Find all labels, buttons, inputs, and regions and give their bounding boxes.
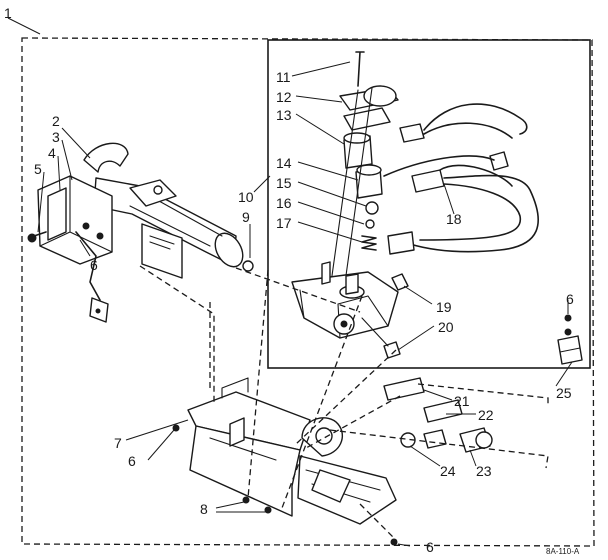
wire-harness [383,103,539,255]
callout-19: 19 [436,299,452,315]
callout-13: 13 [276,107,292,123]
callout-15: 15 [276,175,292,191]
assembly-guides [139,265,549,541]
small-parts-right [383,314,583,453]
callout-1: 1 [4,5,12,21]
callout-14: 14 [276,155,292,171]
callout-20: 20 [438,319,454,335]
callout-9: 9 [242,209,250,225]
callout-4: 4 [48,145,56,161]
switch-stack [329,51,399,291]
callout-6-right: 6 [566,291,574,307]
switch-housing [291,261,409,359]
callout-labels: 1 2 3 4 5 6 6 6 6 7 8 9 10 11 12 13 14 1… [4,5,580,556]
callout-11: 11 [276,69,291,85]
callout-21: 21 [454,393,470,409]
shaft-assembly [27,142,244,323]
callout-6-left: 6 [90,257,98,273]
leader-lines [37,61,573,547]
callout-18: 18 [446,211,462,227]
callout-7: 7 [114,435,122,451]
callout-10: 10 [238,189,254,205]
loose-screws [172,424,398,546]
callout-23: 23 [476,463,492,479]
callout-22: 22 [478,407,494,423]
switch-group-box [267,39,591,369]
callout-6-bottom: 6 [426,539,434,555]
callout-6-bracket: 6 [128,453,136,469]
callout-5: 5 [34,161,42,177]
callout-2: 2 [52,113,60,129]
callout-17: 17 [276,215,292,231]
callout-12: 12 [276,89,292,105]
callout-8: 8 [200,501,208,517]
callout-24: 24 [440,463,456,479]
callout-3: 3 [52,129,60,145]
drawing-code: 8A-110-A [546,547,580,556]
callout-16: 16 [276,195,292,211]
callout-25: 25 [556,385,572,401]
